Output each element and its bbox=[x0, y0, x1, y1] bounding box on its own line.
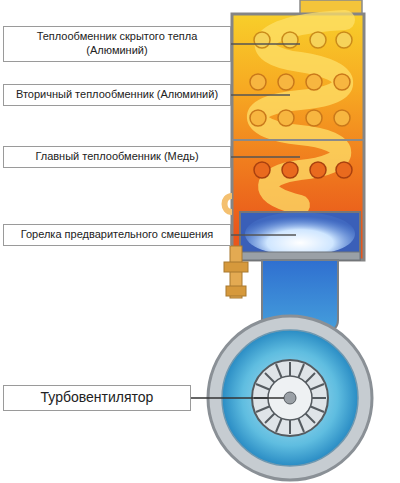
housing bbox=[232, 14, 364, 260]
latent-exchanger bbox=[254, 32, 352, 48]
elbow-pipe bbox=[225, 196, 233, 212]
callout-text: Теплообменник скрытого тепла (Алюминий) bbox=[10, 30, 224, 58]
callout-box: Горелка предварительного смешения bbox=[3, 224, 231, 246]
callout-box: Вторичный теплообменник (Алюминий) bbox=[3, 84, 231, 106]
gas-pipe bbox=[224, 246, 248, 298]
callout-text: Горелка предварительного смешения bbox=[10, 228, 224, 242]
burner-chamber bbox=[240, 212, 360, 260]
callout-box: Главный теплообменник (Медь) bbox=[3, 146, 231, 168]
burner-flame bbox=[245, 212, 355, 256]
callout-text: Турбовентилятор bbox=[10, 389, 184, 407]
callout-text: Главный теплообменник (Медь) bbox=[10, 150, 224, 164]
callout-text: Вторичный теплообменник (Алюминий) bbox=[10, 88, 224, 102]
main-exchanger bbox=[254, 162, 352, 178]
callout-box: Турбовентилятор bbox=[3, 385, 191, 411]
callout-box: Теплообменник скрытого тепла (Алюминий) bbox=[3, 26, 231, 62]
gas-flow bbox=[257, 20, 345, 205]
secondary-exchanger bbox=[250, 74, 350, 126]
